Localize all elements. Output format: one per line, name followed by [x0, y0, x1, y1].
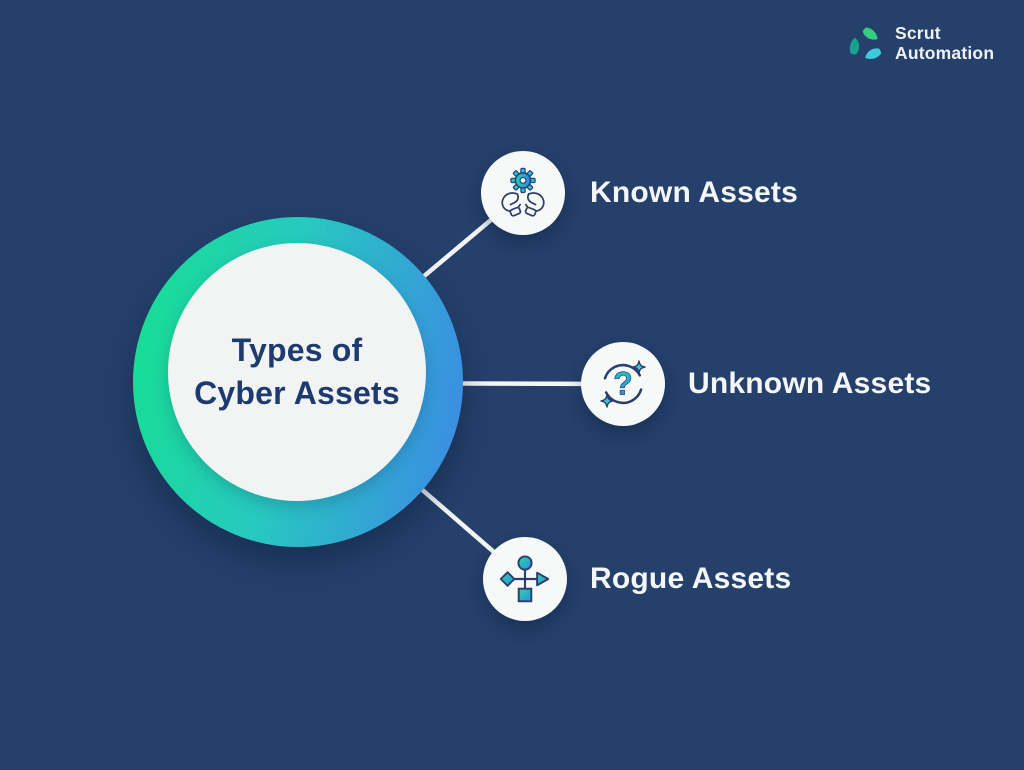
node-label-unknown-assets: Unknown Assets [688, 367, 932, 400]
right-hand-shape [524, 192, 545, 217]
brand-wordmark: Scrut Automation [895, 24, 994, 63]
center-node-ring: Types of Cyber Assets [133, 217, 463, 547]
brand-name-line2: Automation [895, 43, 995, 63]
hands-holding-gear-icon [501, 167, 545, 217]
square-shape [517, 587, 533, 603]
question-mark-glyph: ? [613, 366, 633, 402]
circle-shape [517, 555, 533, 571]
question-mark-dashed-circle-icon: ? [600, 360, 646, 408]
diamond-shape [499, 571, 516, 587]
node-label-known-assets: Known Assets [590, 176, 798, 209]
diagram-title-line1: Types of [231, 331, 363, 368]
brand-logo: Scrut Automation [846, 22, 994, 66]
node-bubble-unknown-assets: ? [581, 342, 665, 426]
brand-name-line1: Scrut [895, 23, 941, 44]
triangle-arrow-shape [536, 571, 550, 587]
scrut-triangle-logo-icon [849, 27, 882, 59]
sparkle-star-top-right [632, 360, 646, 374]
gear-shape [510, 167, 536, 194]
center-node: Types of Cyber Assets [168, 243, 426, 501]
node-label-rogue-assets: Rogue Assets [590, 562, 792, 595]
diagram-title: Types of Cyber Assets [194, 329, 400, 415]
node-bubble-known-assets [481, 151, 565, 235]
node-bubble-rogue-assets [483, 537, 567, 621]
left-hand-shape [501, 192, 522, 217]
sparkle-star-bottom-left [600, 394, 614, 408]
dashed-orbit-circle [602, 363, 644, 405]
connected-shapes-icon [499, 555, 550, 603]
diagram-title-line2: Cyber Assets [194, 375, 400, 411]
logo-petals [849, 27, 882, 59]
